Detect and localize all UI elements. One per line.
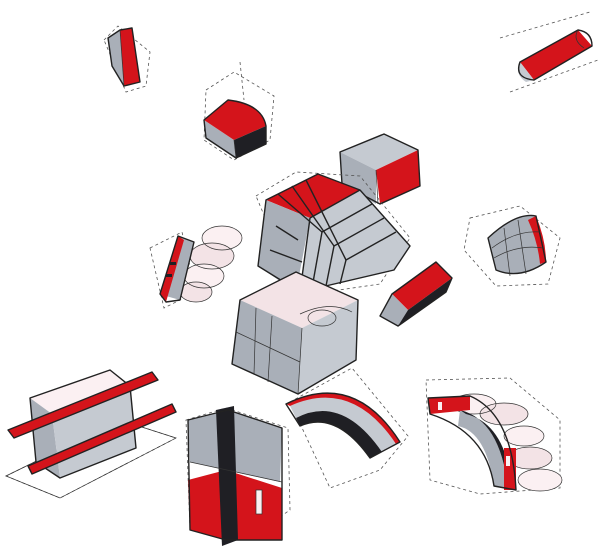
grid-frame-cube <box>255 171 411 297</box>
red-prism <box>103 25 151 93</box>
cloud-puffs-left <box>179 225 243 303</box>
quarter-round-block <box>203 61 275 161</box>
red-bar-block <box>379 261 453 327</box>
beam-platform <box>5 369 178 499</box>
intersecting-planes <box>185 406 291 546</box>
solid-cube <box>231 271 359 395</box>
wedge-with-clouds <box>149 225 243 309</box>
half-cylinder <box>499 11 599 93</box>
curved-arch <box>285 367 409 489</box>
curved-grid <box>463 205 561 287</box>
arch-with-clouds <box>425 377 563 495</box>
